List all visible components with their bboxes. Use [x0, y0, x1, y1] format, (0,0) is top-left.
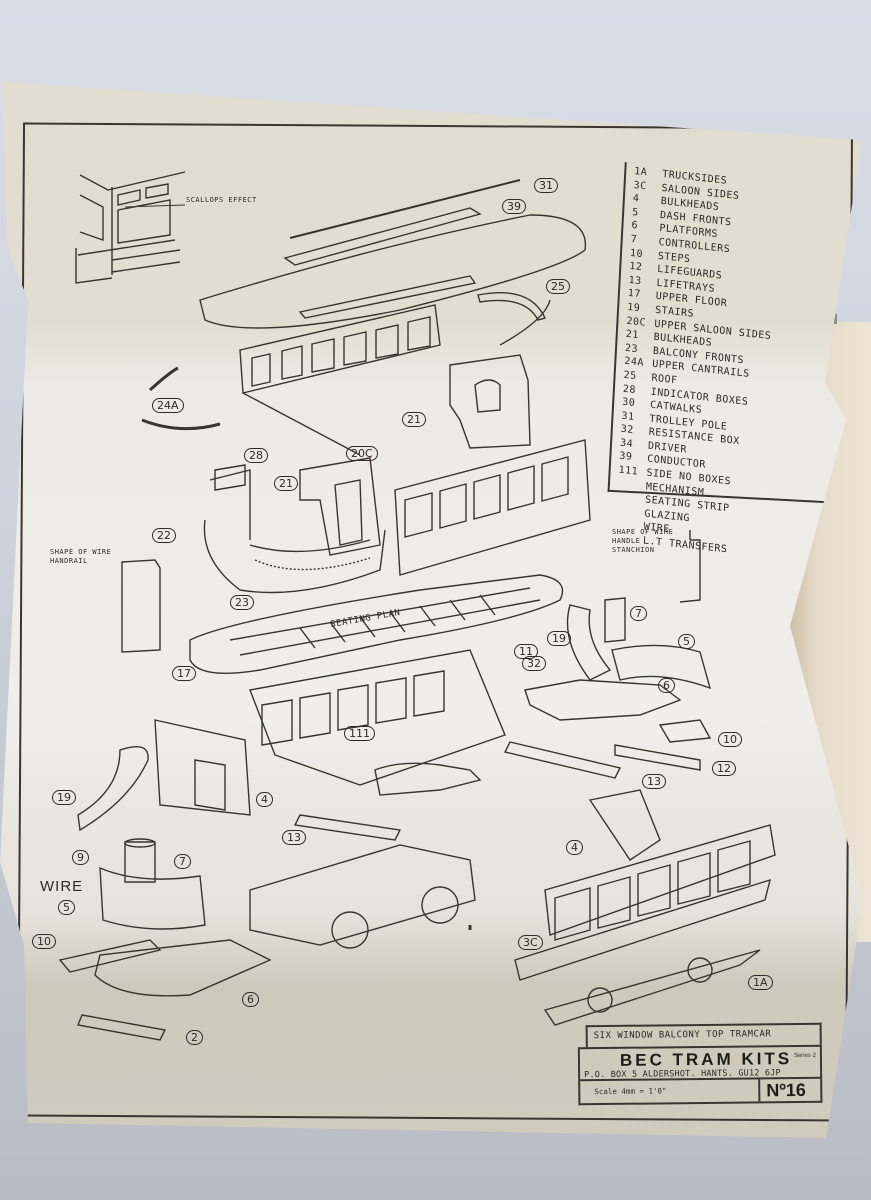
- callout: 111: [344, 726, 375, 741]
- callout: 5: [678, 634, 695, 649]
- callout: 23: [230, 595, 254, 610]
- callout: 32: [522, 656, 546, 671]
- callout: 17: [172, 666, 196, 681]
- callout: 20C: [346, 446, 378, 461]
- title-block: Six Window Balcony Top Tramcar BEC TRAM …: [577, 1021, 831, 1106]
- callout: 10: [718, 732, 742, 747]
- upper-side-panel-drawing: [394, 439, 591, 576]
- pin: [834, 314, 837, 324]
- scale-text: Scale 4mm = 1'0": [594, 1086, 667, 1097]
- callout: 1A: [748, 975, 773, 990]
- upper-saloon-side-drawing: [239, 304, 441, 456]
- callout: 21: [402, 412, 426, 427]
- callout: 28: [244, 448, 268, 463]
- handrail-shape-drawing: [121, 559, 161, 653]
- stairs-drawing: [566, 604, 612, 681]
- address: P.O. Box 5 Aldershot. Hants. GU12 6JP: [584, 1068, 781, 1081]
- callout: 13: [642, 774, 666, 789]
- callout: 39: [502, 199, 526, 214]
- callout: 9: [72, 850, 89, 865]
- callout: 19: [52, 790, 76, 805]
- callout: 19: [547, 631, 571, 646]
- callout: 2: [186, 1030, 203, 1045]
- callout: 22: [152, 528, 176, 543]
- callout: 7: [174, 854, 191, 869]
- model-name: Six Window Balcony Top Tramcar: [585, 1022, 822, 1048]
- callout: 12: [712, 761, 736, 776]
- callout: 13: [282, 830, 306, 845]
- bulkhead-drawing: [449, 354, 531, 449]
- callout: 10: [32, 934, 56, 949]
- platform-drawing: [524, 679, 682, 721]
- callout: 6: [242, 992, 259, 1007]
- callout: 31: [534, 178, 558, 193]
- series-label: Series 2: [793, 1052, 816, 1060]
- controller-drawing: [604, 597, 626, 643]
- lower-side-drawing: [514, 789, 776, 1026]
- handrail-note: Shape of wire handrail: [50, 548, 112, 565]
- upper-floor-drawing: [189, 574, 564, 675]
- scallop-detail-drawing: [75, 171, 186, 284]
- callout: 3C: [518, 935, 543, 950]
- balcony-drawing: [203, 457, 386, 594]
- brand-box: BEC TRAM KITS Series 2 P.O. Box 5 Alders…: [577, 1044, 823, 1082]
- callout: 4: [566, 840, 583, 855]
- callout: 25: [546, 279, 570, 294]
- lower-saloon-drawing: [154, 649, 506, 816]
- callout: 7: [630, 606, 647, 621]
- sheet-number: Nº16: [758, 1078, 831, 1102]
- lifeguard-drawing: [614, 744, 701, 771]
- platform-group-drawing: [58, 838, 272, 1041]
- wire-label: WIRE: [40, 878, 84, 895]
- callout: 5: [58, 900, 75, 915]
- scallops-note: Scallops effect: [186, 196, 257, 204]
- callout: 4: [256, 792, 273, 807]
- scale-box: Scale 4mm = 1'0" Nº16: [578, 1078, 831, 1106]
- callout: 6: [658, 678, 675, 693]
- parts-list-box: 1ATrucksides 3CSaloon Sides 4Bulkheads 5…: [607, 162, 857, 555]
- callout: 24A: [152, 398, 184, 413]
- dash-front-drawing: [611, 644, 712, 690]
- roof-drawing: [199, 179, 587, 346]
- stanchion-note: Shape of wire handle stanchion: [612, 528, 674, 554]
- parts-list: 1ATrucksides 3CSaloon Sides 4Bulkheads 5…: [614, 166, 850, 562]
- mechanism-drawing: [249, 844, 476, 949]
- callout: 21: [274, 476, 298, 491]
